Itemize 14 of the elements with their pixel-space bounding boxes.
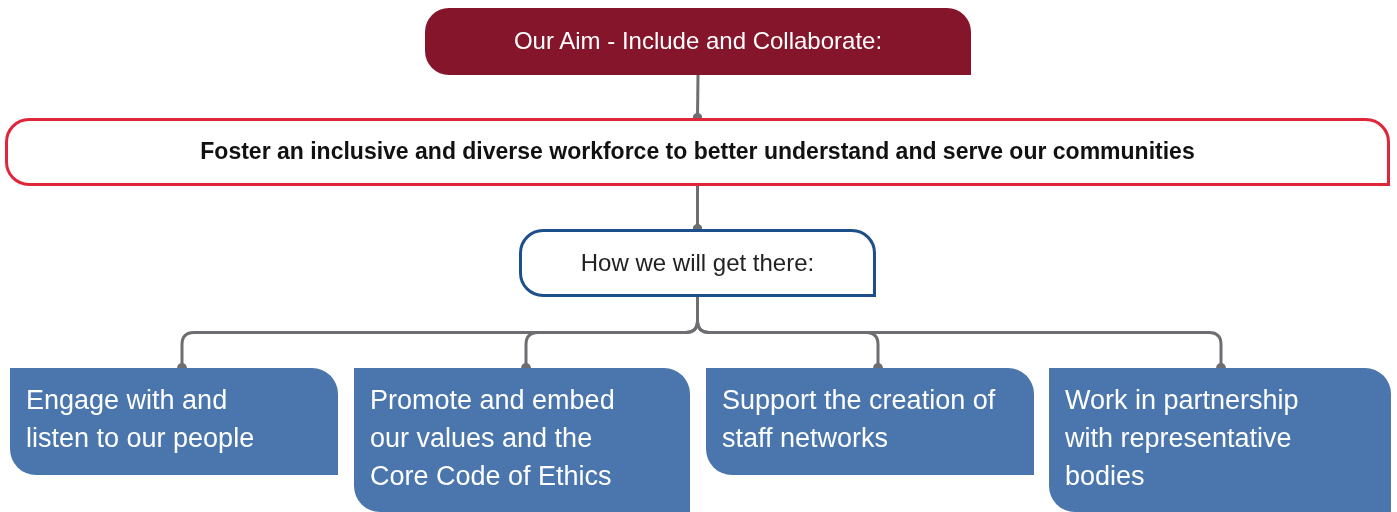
action-box [1049,368,1391,512]
aim-box [425,8,971,75]
heading-text: Foster an inclusive and diverse workforce to better understand and serve our communities [200,138,1195,166]
heading-box [519,229,876,297]
action-text: Engage with and listen to our people [26,384,256,455]
heading-text: Our Aim - Include and Collaborate: [513,27,883,56]
action-text: Work in partnership with representative bodies [1065,384,1300,493]
heading-text: How we will get there: [580,248,815,278]
action-text: Promote and embed our values and the Core Code of Ethics [370,384,616,493]
action-box [354,368,690,512]
action-box [10,368,338,475]
action-text: Support the creation of staff networks [722,384,997,455]
goal-box [5,118,1390,186]
action-box [706,368,1034,475]
